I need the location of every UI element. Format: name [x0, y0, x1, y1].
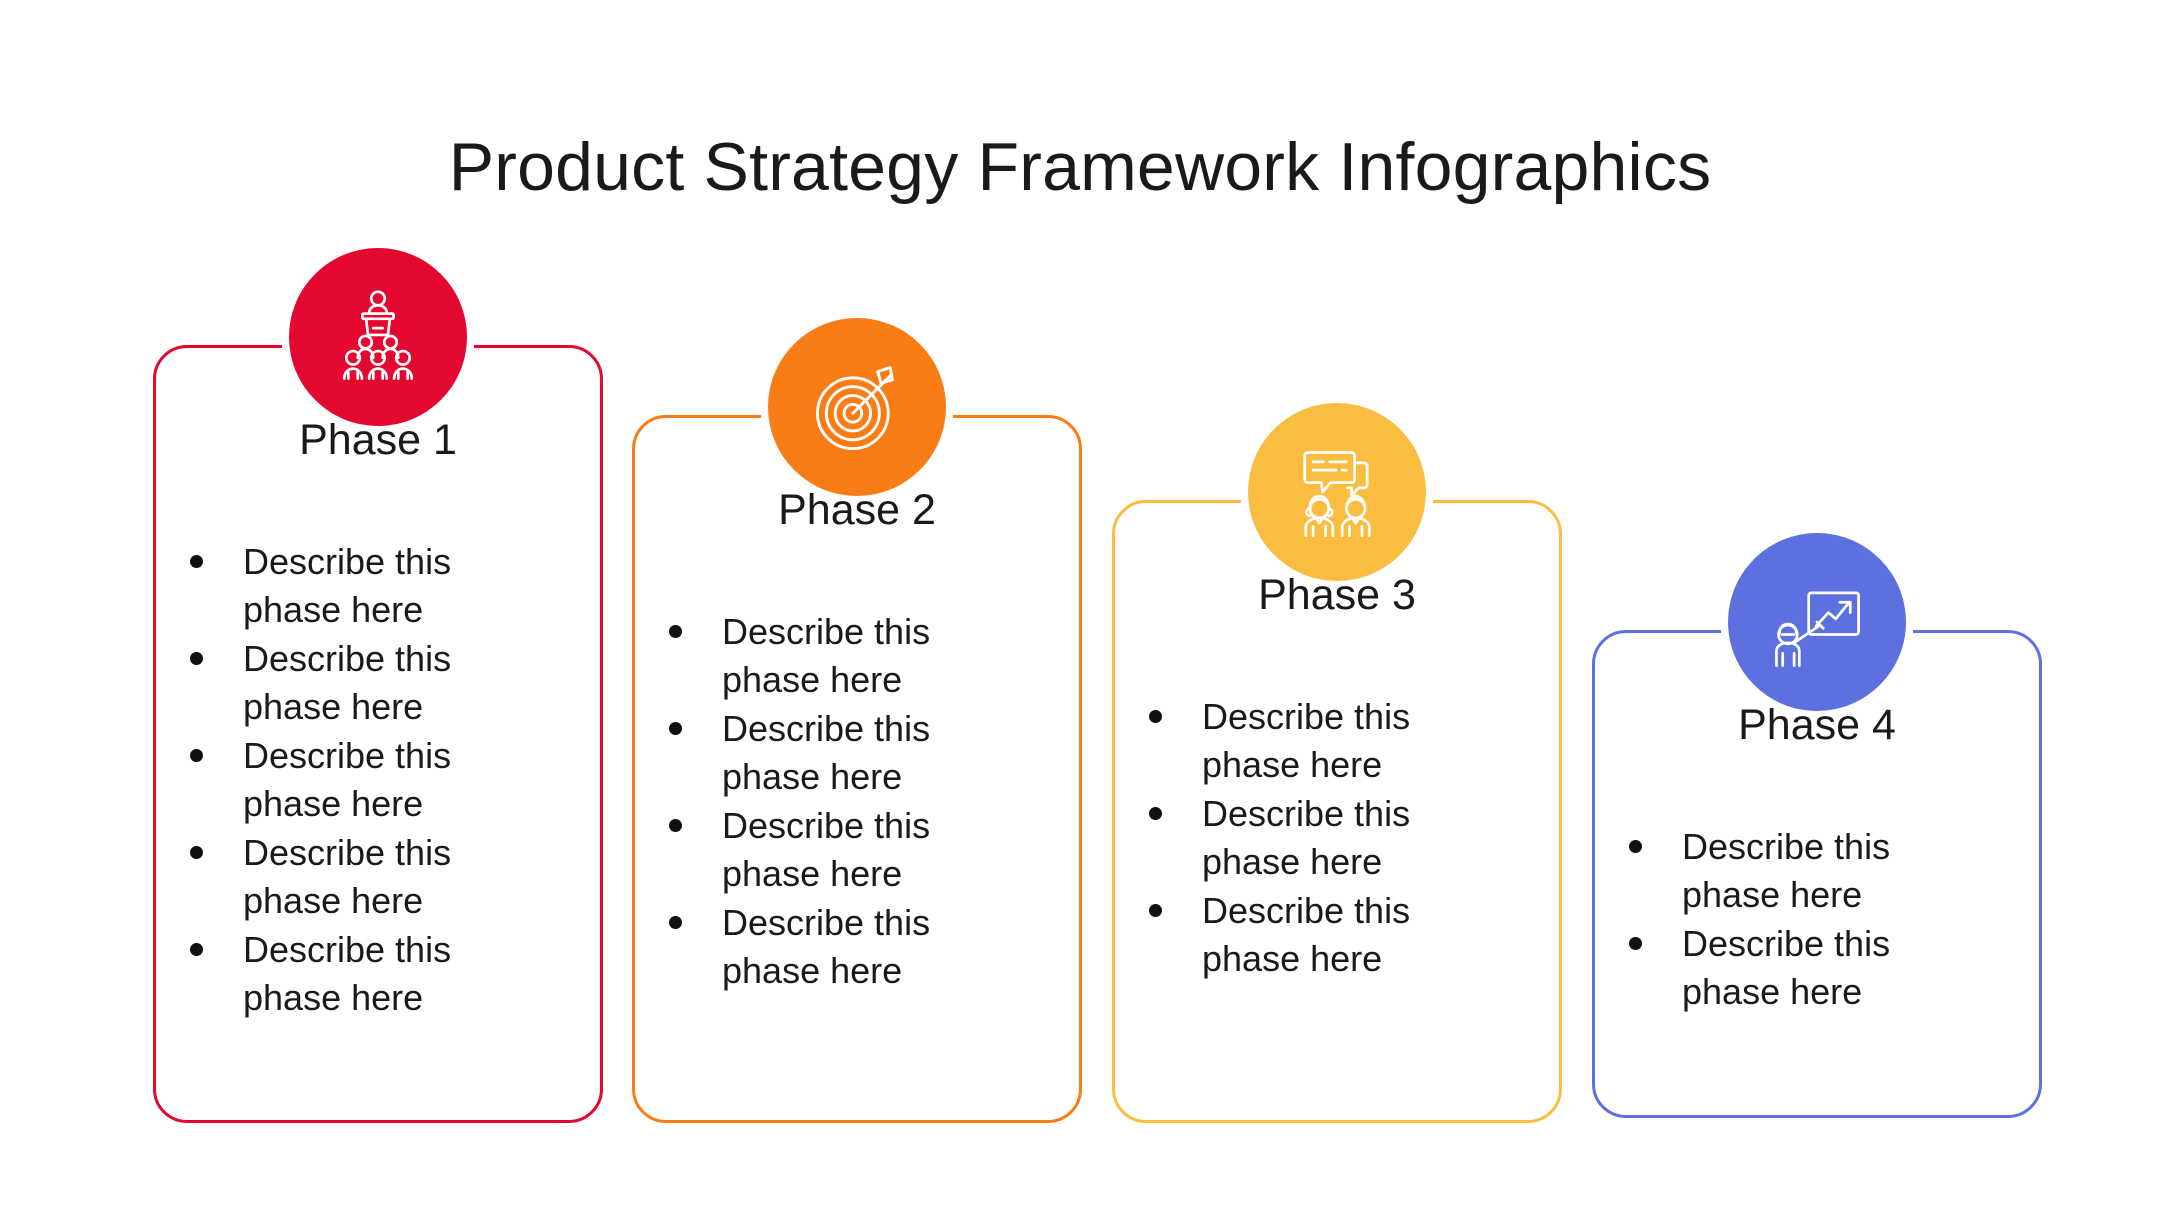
- phase-badge-4[interactable]: [1728, 533, 1906, 711]
- bullet-dot-icon: [1149, 904, 1162, 918]
- bullet-dot-icon: [190, 846, 203, 860]
- bullet-label: Describe this phase here: [243, 832, 452, 921]
- bullet-label: Describe this phase here: [722, 805, 931, 894]
- people-chat-icon: [1285, 440, 1389, 544]
- bullet-dot-icon: [1629, 937, 1642, 951]
- phase-badge-1[interactable]: [289, 248, 467, 426]
- bullet-label: Describe this phase here: [1202, 696, 1411, 785]
- bullet-dot-icon: [669, 722, 682, 736]
- bullet-dot-icon: [1149, 710, 1162, 723]
- list-item: Describe this phase here: [1149, 693, 1533, 788]
- bullet-label: Describe this phase here: [1682, 826, 1891, 915]
- phase-card-1[interactable]: Phase 1 Describe this phase here Describ…: [153, 341, 603, 1123]
- bullet-dot-icon: [1629, 840, 1642, 853]
- list-item: Describe this phase here: [1629, 823, 2013, 918]
- list-item: Describe this phase here: [669, 899, 1053, 994]
- bullet-label: Describe this phase here: [1682, 923, 1891, 1012]
- bullet-dot-icon: [190, 749, 203, 763]
- bullet-label: Describe this phase here: [1202, 793, 1411, 882]
- phase-bullets-4: Describe this phase here Describe this p…: [1595, 823, 2039, 1017]
- target-arrow-icon: [805, 355, 909, 459]
- bullet-label: Describe this phase here: [722, 611, 931, 700]
- bullet-dot-icon: [669, 916, 682, 930]
- bullet-dot-icon: [1149, 807, 1162, 821]
- bullet-dot-icon: [669, 819, 682, 833]
- growth-chart-presenter-icon: [1765, 570, 1869, 674]
- bullet-dot-icon: [190, 652, 203, 666]
- bullet-label: Describe this phase here: [243, 638, 452, 727]
- phase-badge-3[interactable]: [1248, 403, 1426, 581]
- list-item: Describe this phase here: [1149, 790, 1533, 885]
- list-item: Describe this phase here: [190, 538, 574, 633]
- bullet-label: Describe this phase here: [722, 708, 931, 797]
- bullet-label: Describe this phase here: [243, 735, 452, 824]
- bullet-dot-icon: [190, 943, 203, 957]
- bullet-label: Describe this phase here: [1202, 890, 1411, 979]
- phase-group-1: Phase 1 Describe this phase here Describ…: [153, 248, 603, 1123]
- list-item: Describe this phase here: [669, 802, 1053, 897]
- phase-bullets-2: Describe this phase here Describe this p…: [635, 608, 1079, 996]
- phase-group-2: Phase 2 Describe this phase here Describ…: [632, 318, 1082, 1123]
- list-item: Describe this phase here: [190, 635, 574, 730]
- list-item: Describe this phase here: [190, 926, 574, 1021]
- bullet-label: Describe this phase here: [243, 541, 452, 630]
- bullet-dot-icon: [190, 555, 203, 568]
- page-title: Product Strategy Framework Infographics: [448, 129, 1712, 205]
- list-item: Describe this phase here: [669, 705, 1053, 800]
- bullet-dot-icon: [669, 625, 682, 638]
- audience-presentation-icon: [326, 285, 430, 389]
- phase-bullets-3: Describe this phase here Describe this p…: [1115, 693, 1559, 984]
- bullet-label: Describe this phase here: [722, 902, 931, 991]
- list-item: Describe this phase here: [190, 732, 574, 827]
- phase-card-3[interactable]: Phase 3 Describe this phase here Describ…: [1112, 496, 1562, 1123]
- phase-group-3: Phase 3 Describe this phase here Describ…: [1112, 403, 1562, 1123]
- phase-badge-2[interactable]: [768, 318, 946, 496]
- list-item: Describe this phase here: [669, 608, 1053, 703]
- list-item: Describe this phase here: [1629, 920, 2013, 1015]
- bullet-label: Describe this phase here: [243, 929, 452, 1018]
- list-item: Describe this phase here: [1149, 887, 1533, 982]
- phase-card-2[interactable]: Phase 2 Describe this phase here Describ…: [632, 411, 1082, 1123]
- list-item: Describe this phase here: [190, 829, 574, 924]
- phase-bullets-1: Describe this phase here Describe this p…: [156, 538, 600, 1023]
- phase-group-4: Phase 4 Describe this phase here Describ…: [1592, 533, 2042, 1123]
- phase-card-4[interactable]: Phase 4 Describe this phase here Describ…: [1592, 626, 2042, 1118]
